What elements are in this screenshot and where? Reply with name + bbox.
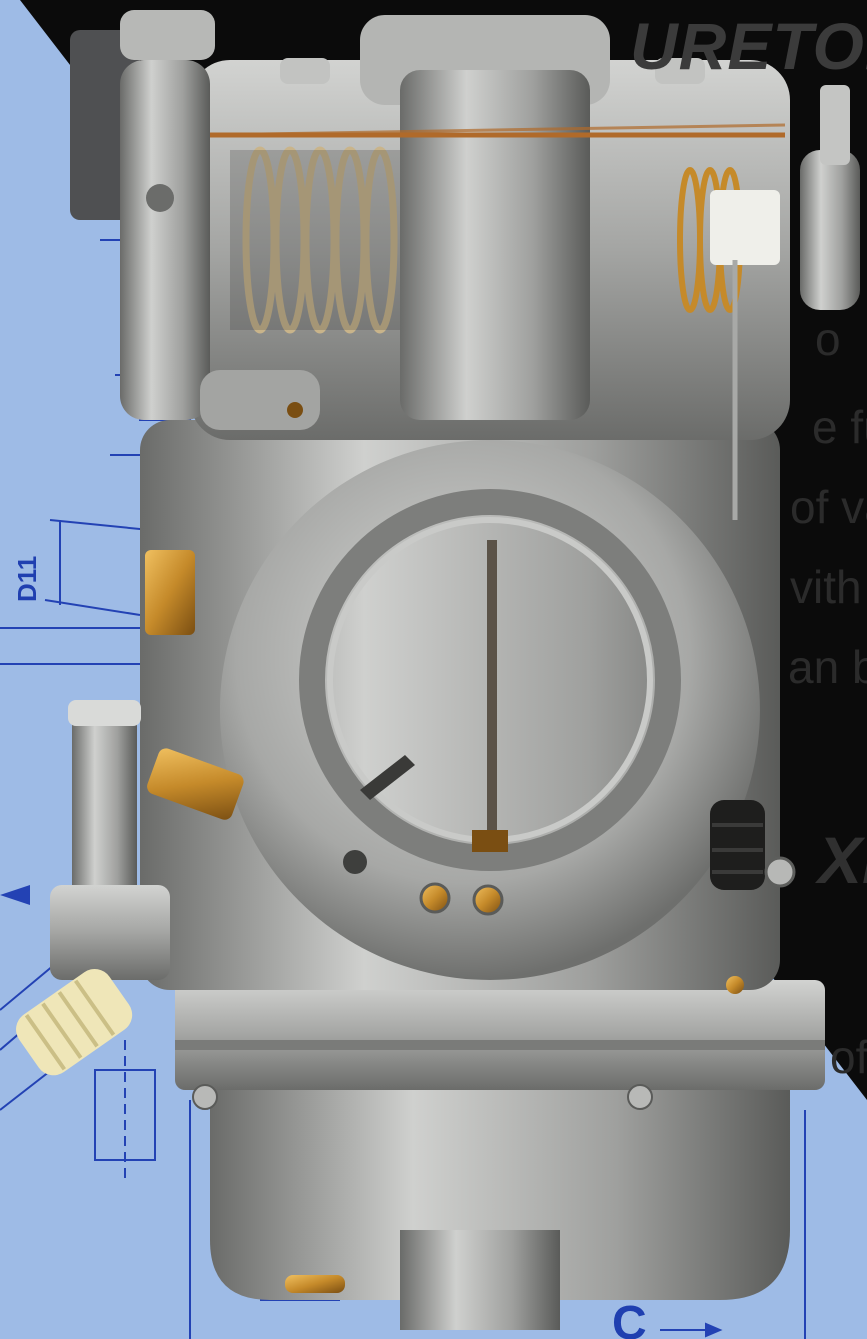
throttle-spring (242, 146, 398, 334)
pilot-screw (472, 884, 504, 916)
top-bolts (280, 58, 705, 84)
brass-jet (147, 748, 244, 820)
background-text-line: of (830, 1031, 867, 1083)
background-heading: URETOR (630, 9, 867, 83)
float-bowl (175, 980, 825, 1330)
brass-fitting (145, 550, 195, 635)
idle-screw (419, 882, 451, 914)
background-big-fragment: XI (818, 823, 867, 897)
blueprint-section-label: C (612, 1297, 647, 1339)
background-text-line: e fu (812, 401, 867, 453)
blueprint-dimension-label: D11 (12, 555, 42, 602)
background-text-line: of va (790, 481, 867, 533)
cable-adjuster (800, 150, 860, 310)
carburetor-body (140, 15, 790, 990)
fuel-inlet (50, 700, 170, 980)
rubber-boot (710, 800, 796, 890)
throttle-lever (70, 10, 320, 430)
adjuster-knob (16, 968, 133, 1076)
cable-bracket (710, 190, 780, 265)
background-text-line: vith a (790, 561, 867, 613)
background-text-line: o (815, 313, 841, 365)
background-text-line: an b (788, 641, 867, 693)
